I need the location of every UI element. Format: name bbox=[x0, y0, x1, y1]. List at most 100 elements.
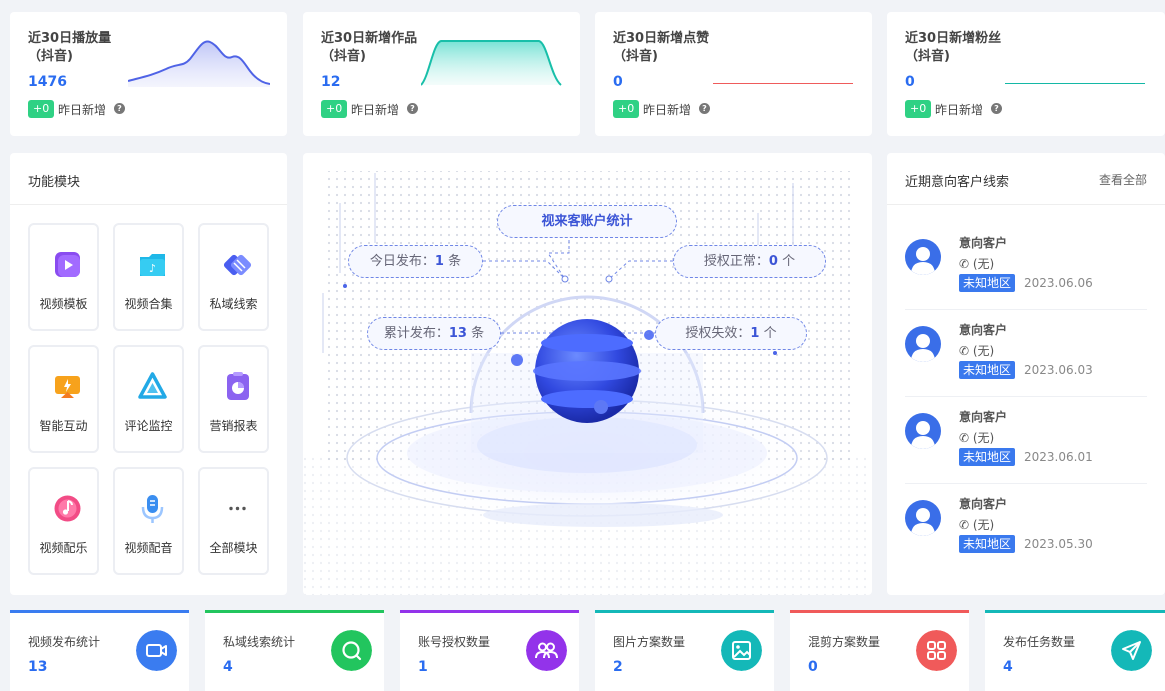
region-tag: 未知地区 bbox=[959, 361, 1016, 379]
module-label: 视频配乐 bbox=[39, 541, 88, 555]
bottom-stat-private-leads[interactable]: 私域线索统计 4 bbox=[205, 610, 384, 691]
lead-date: 2023.06.06 bbox=[1024, 276, 1093, 290]
module-label: 视频模板 bbox=[39, 297, 88, 311]
grid-icon bbox=[916, 630, 957, 671]
microphone-icon bbox=[141, 495, 164, 523]
today-published: 今日发布：1 条 bbox=[348, 245, 483, 278]
auth-normal: 授权正常：0 个 bbox=[673, 245, 826, 278]
region-tag: 未知地区 bbox=[959, 274, 1016, 292]
module-video-template[interactable]: 视频模板 bbox=[28, 223, 99, 331]
bottom-stat-value: 4 bbox=[1003, 659, 1013, 675]
lead-item[interactable]: 意向客户 ✆ (无) 未知地区 2023.06.01 bbox=[905, 397, 1147, 484]
bottom-stat-label: 账号授权数量 bbox=[418, 635, 491, 649]
bottom-stat-label: 发布任务数量 bbox=[1003, 635, 1076, 649]
bottom-stat-value: 2 bbox=[613, 659, 623, 675]
module-label: 智能互动 bbox=[39, 419, 88, 433]
stat-badge: +0 bbox=[28, 100, 55, 118]
module-label: 评论监控 bbox=[124, 419, 173, 433]
center-title: 视来客账户统计 bbox=[497, 205, 677, 238]
region-tag: 未知地区 bbox=[959, 448, 1016, 466]
lead-name: 意向客户 bbox=[959, 410, 1008, 424]
world-map-illustration bbox=[303, 171, 872, 595]
bottom-stat-publish-task[interactable]: 发布任务数量 4 bbox=[985, 610, 1165, 691]
stat-value: 0 bbox=[613, 74, 623, 90]
module-all[interactable]: 全部模块 bbox=[198, 467, 269, 575]
leads-title: 近期意向客户线索查看全部 bbox=[887, 153, 1165, 205]
sparkline-fans bbox=[1005, 83, 1145, 84]
avatar bbox=[905, 413, 941, 449]
module-marketing-report[interactable]: 营销报表 bbox=[198, 345, 269, 453]
sparkline-likes bbox=[713, 83, 853, 84]
lead-item[interactable]: 意向客户 ✆ (无) 未知地区 2023.06.03 bbox=[905, 310, 1147, 397]
bottom-stat-mix-plan[interactable]: 混剪方案数量 0 bbox=[790, 610, 969, 691]
stat-title: 近30日播放量（抖音) bbox=[28, 31, 112, 64]
stat-yesterday-label: 昨日新增 bbox=[351, 103, 400, 117]
help-icon[interactable]: ? bbox=[407, 103, 418, 114]
module-smart-interaction[interactable]: 智能互动 bbox=[28, 345, 99, 453]
stat-badge: +0 bbox=[613, 100, 640, 118]
lead-phone: ✆ (无) bbox=[959, 431, 995, 445]
avatar bbox=[905, 500, 941, 536]
music-icon bbox=[54, 495, 81, 522]
account-stats-panel: 视来客账户统计 今日发布：1 条 授权正常：0 个 累计发布：13 条 授权失效… bbox=[303, 153, 872, 595]
lead-name: 意向客户 bbox=[959, 323, 1008, 337]
phone-icon: ✆ bbox=[959, 257, 973, 271]
bottom-stat-image-plan[interactable]: 图片方案数量 2 bbox=[595, 610, 774, 691]
help-icon[interactable]: ? bbox=[699, 103, 710, 114]
bottom-stat-value: 0 bbox=[808, 659, 818, 675]
modules-panel: 功能模块 视频模板 ♪ 视频合集 私域线索 智能互动 评论监控 营销报表 视频配… bbox=[10, 153, 287, 595]
stat-card-likes: 近30日新增点赞（抖音) 0 +0 昨日新增 ? bbox=[595, 12, 872, 136]
module-video-dubbing[interactable]: 视频配音 bbox=[113, 467, 184, 575]
help-icon[interactable]: ? bbox=[114, 103, 125, 114]
phone-icon: ✆ bbox=[959, 431, 973, 445]
lead-phone: ✆ (无) bbox=[959, 518, 995, 532]
stat-value: 12 bbox=[321, 74, 341, 90]
lead-date: 2023.06.01 bbox=[1024, 450, 1093, 464]
lead-item[interactable]: 意向客户 ✆ (无) 未知地区 2023.05.30 bbox=[905, 484, 1147, 571]
stat-yesterday-label: 昨日新增 bbox=[58, 103, 107, 117]
stat-yesterday-label: 昨日新增 bbox=[935, 103, 984, 117]
avatar bbox=[905, 326, 941, 362]
sparkline-plays bbox=[128, 40, 270, 87]
bottom-stat-label: 混剪方案数量 bbox=[808, 635, 881, 649]
lead-item[interactable]: 意向客户 ✆ (无) 未知地区 2023.06.06 bbox=[905, 223, 1147, 310]
bottom-stat-label: 图片方案数量 bbox=[613, 635, 686, 649]
stat-badge: +0 bbox=[321, 100, 348, 118]
private-leads-icon bbox=[223, 254, 252, 276]
module-private-leads[interactable]: 私域线索 bbox=[198, 223, 269, 331]
region-tag: 未知地区 bbox=[959, 535, 1016, 553]
help-icon[interactable]: ? bbox=[991, 103, 1002, 114]
stat-value: 1476 bbox=[28, 74, 67, 90]
video-template-icon bbox=[55, 252, 80, 277]
module-label: 营销报表 bbox=[209, 419, 258, 433]
module-label: 视频合集 bbox=[124, 297, 173, 311]
module-comment-monitor[interactable]: 评论监控 bbox=[113, 345, 184, 453]
stat-title: 近30日新增点赞（抖音) bbox=[613, 31, 710, 64]
more-icon bbox=[229, 506, 246, 511]
auth-expired: 授权失效：1 个 bbox=[655, 317, 807, 350]
module-video-collection[interactable]: ♪ 视频合集 bbox=[113, 223, 184, 331]
stat-title: 近30日新增粉丝（抖音) bbox=[905, 31, 1002, 64]
bottom-stat-video-publish[interactable]: 视频发布统计 13 bbox=[10, 610, 189, 691]
search-icon bbox=[331, 630, 372, 671]
module-label: 视频配音 bbox=[124, 541, 173, 555]
users-icon bbox=[526, 630, 567, 671]
send-icon bbox=[1111, 630, 1152, 671]
bottom-stat-account-auth[interactable]: 账号授权数量 1 bbox=[400, 610, 579, 691]
module-video-music[interactable]: 视频配乐 bbox=[28, 467, 99, 575]
view-all-link[interactable]: 查看全部 bbox=[1098, 173, 1147, 187]
module-label: 私域线索 bbox=[209, 297, 258, 311]
bottom-stat-label: 私域线索统计 bbox=[223, 635, 296, 649]
stat-value: 0 bbox=[905, 74, 915, 90]
bottom-stat-value: 4 bbox=[223, 659, 233, 675]
stat-yesterday-label: 昨日新增 bbox=[643, 103, 692, 117]
stat-card-fans: 近30日新增粉丝（抖音) 0 +0 昨日新增 ? bbox=[887, 12, 1165, 136]
module-label: 全部模块 bbox=[209, 541, 258, 555]
lead-date: 2023.05.30 bbox=[1024, 537, 1093, 551]
leads-panel: 近期意向客户线索查看全部 意向客户 ✆ (无) 未知地区 2023.06.06 … bbox=[887, 153, 1165, 595]
avatar bbox=[905, 239, 941, 275]
sparkline-works bbox=[421, 40, 562, 86]
phone-icon: ✆ bbox=[959, 344, 973, 358]
bottom-stat-value: 1 bbox=[418, 659, 428, 675]
